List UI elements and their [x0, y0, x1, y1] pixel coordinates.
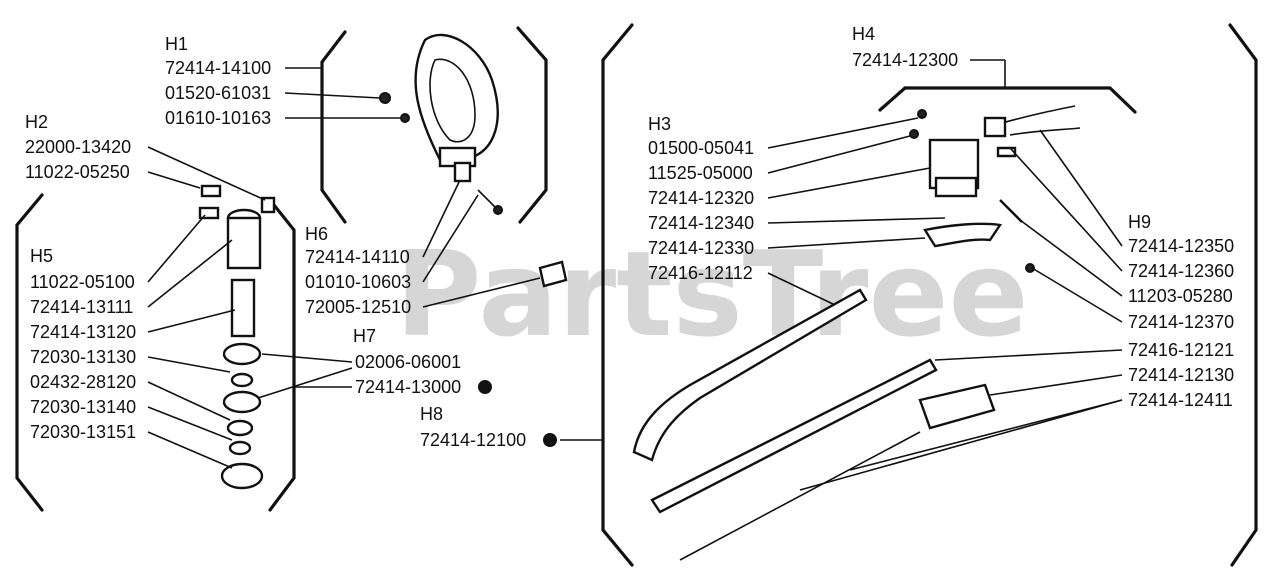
- bracket-h4-left: [878, 86, 907, 112]
- part-number[interactable]: 01520-61031: [165, 83, 271, 103]
- grip-illustration: [918, 383, 996, 430]
- part-number[interactable]: 72416-12112: [648, 263, 753, 283]
- group-label-h3: H3: [648, 114, 671, 134]
- spacer-illustration: [228, 440, 252, 456]
- bolt-top-illustration: [200, 184, 222, 198]
- part-number[interactable]: 11022-05250: [25, 162, 130, 182]
- nut-illustration: [260, 196, 276, 214]
- bearing-mid-illustration: [222, 390, 262, 414]
- bearing-top-illustration: [222, 342, 262, 366]
- clamp-body-illustration: [226, 216, 262, 270]
- flex-cable-illustration: [679, 431, 921, 561]
- bracket-h1-right: [516, 26, 548, 224]
- switch-connector-illustration: [983, 116, 1007, 138]
- part-number[interactable]: 72414-14100: [165, 58, 271, 78]
- throttle-lever-illustration: [923, 222, 1003, 248]
- switch-base-illustration: [934, 176, 978, 198]
- group-label-h5: H5: [30, 246, 53, 266]
- part-number[interactable]: 72414-14110: [305, 247, 410, 267]
- part-number[interactable]: 72414-12370: [1128, 312, 1234, 332]
- washer-mid-illustration: [226, 419, 254, 437]
- group-label-h7: H7: [353, 326, 376, 346]
- group-label-h2: H2: [25, 112, 48, 132]
- bolt-switch-illustration: [999, 199, 1023, 223]
- group-label-h9: H9: [1128, 212, 1151, 232]
- wire-a-illustration: [994, 105, 1076, 126]
- part-number[interactable]: 72414-13111: [30, 297, 133, 317]
- bracket-gear-left: [15, 193, 44, 512]
- part-number[interactable]: 72414-12300: [852, 50, 958, 70]
- part-number[interactable]: 72414-12360: [1128, 261, 1234, 281]
- group-labels: H1 H2 H5 H6 H7 H8 H4 H3 H9: [25, 24, 1151, 424]
- bracket-h4-top: [903, 86, 1137, 114]
- part-number[interactable]: 72414-12350: [1128, 236, 1234, 256]
- bracket-main-right: [1228, 23, 1258, 567]
- group-label-h8: H8: [420, 404, 443, 424]
- cup-illustration: [220, 462, 264, 490]
- part-number[interactable]: 01500-05041: [648, 138, 754, 158]
- group-label-h1: H1: [165, 34, 188, 54]
- part-number[interactable]: 11203-05280: [1128, 286, 1233, 306]
- part-number[interactable]: 72414-13120: [30, 322, 136, 342]
- washer-switch-illustration: [909, 129, 919, 139]
- label-illustration: [538, 260, 568, 288]
- washer-illustration: [400, 113, 410, 123]
- part-number[interactable]: 11525-05000: [648, 163, 753, 183]
- screw-illustration: [996, 146, 1017, 158]
- bracket-h1-left: [320, 30, 347, 224]
- part-number[interactable]: 72414-12330: [648, 238, 754, 258]
- part-number[interactable]: 72414-12100: [420, 430, 526, 450]
- loop-handle-illustration: [414, 33, 499, 162]
- bolt-side-illustration: [198, 206, 220, 220]
- bolt-head-illustration: [493, 205, 503, 215]
- nut-switch-illustration: [917, 109, 927, 119]
- part-number[interactable]: 02432-28120: [30, 372, 136, 392]
- leader-lines: [147, 59, 1123, 491]
- part-number[interactable]: 02006-06001: [355, 352, 461, 372]
- illustrations: [198, 33, 1081, 561]
- part-number[interactable]: 72030-13130: [30, 347, 136, 367]
- part-number[interactable]: 72414-12130: [1128, 365, 1234, 385]
- part-number[interactable]: 22000-13420: [25, 137, 131, 157]
- group-brackets: [15, 23, 1258, 567]
- watermark: PartsTree: [395, 225, 1029, 363]
- filled-circle-icon: [478, 380, 492, 394]
- shaft-illustration: [230, 278, 256, 338]
- part-number[interactable]: 01010-10603: [305, 272, 411, 292]
- part-number[interactable]: 72414-12411: [1128, 390, 1233, 410]
- part-number[interactable]: 72414-13000: [355, 377, 461, 397]
- group-label-h6: H6: [305, 224, 328, 244]
- part-numbers: 72414-14100 01520-61031 01610-10163 2200…: [25, 50, 1234, 450]
- part-number[interactable]: 72416-12121: [1128, 340, 1234, 360]
- part-number[interactable]: 11022-05100: [30, 272, 135, 292]
- part-number[interactable]: 72030-13151: [30, 422, 136, 442]
- bracket-main-left: [601, 23, 634, 567]
- part-number[interactable]: 72030-13140: [30, 397, 136, 417]
- bent-tube-illustration: [632, 288, 868, 462]
- wire-b-illustration: [1009, 127, 1081, 136]
- bolt-lower-illustration: [1025, 263, 1035, 273]
- filled-circle-icon: [543, 433, 557, 447]
- ring-illustration: [230, 372, 254, 388]
- straight-shaft-illustration: [650, 358, 938, 514]
- part-number[interactable]: 72414-12340: [648, 213, 754, 233]
- loop-handle-clamp-lower: [453, 161, 472, 183]
- loop-handle-grip: [429, 58, 476, 143]
- part-number[interactable]: 72005-12510: [305, 297, 411, 317]
- bracket-gear-right: [268, 198, 296, 512]
- part-number[interactable]: 72414-12320: [648, 188, 754, 208]
- part-number[interactable]: 01610-10163: [165, 108, 271, 128]
- group-label-h4: H4: [852, 24, 875, 44]
- wing-bolt-illustration: [379, 92, 391, 104]
